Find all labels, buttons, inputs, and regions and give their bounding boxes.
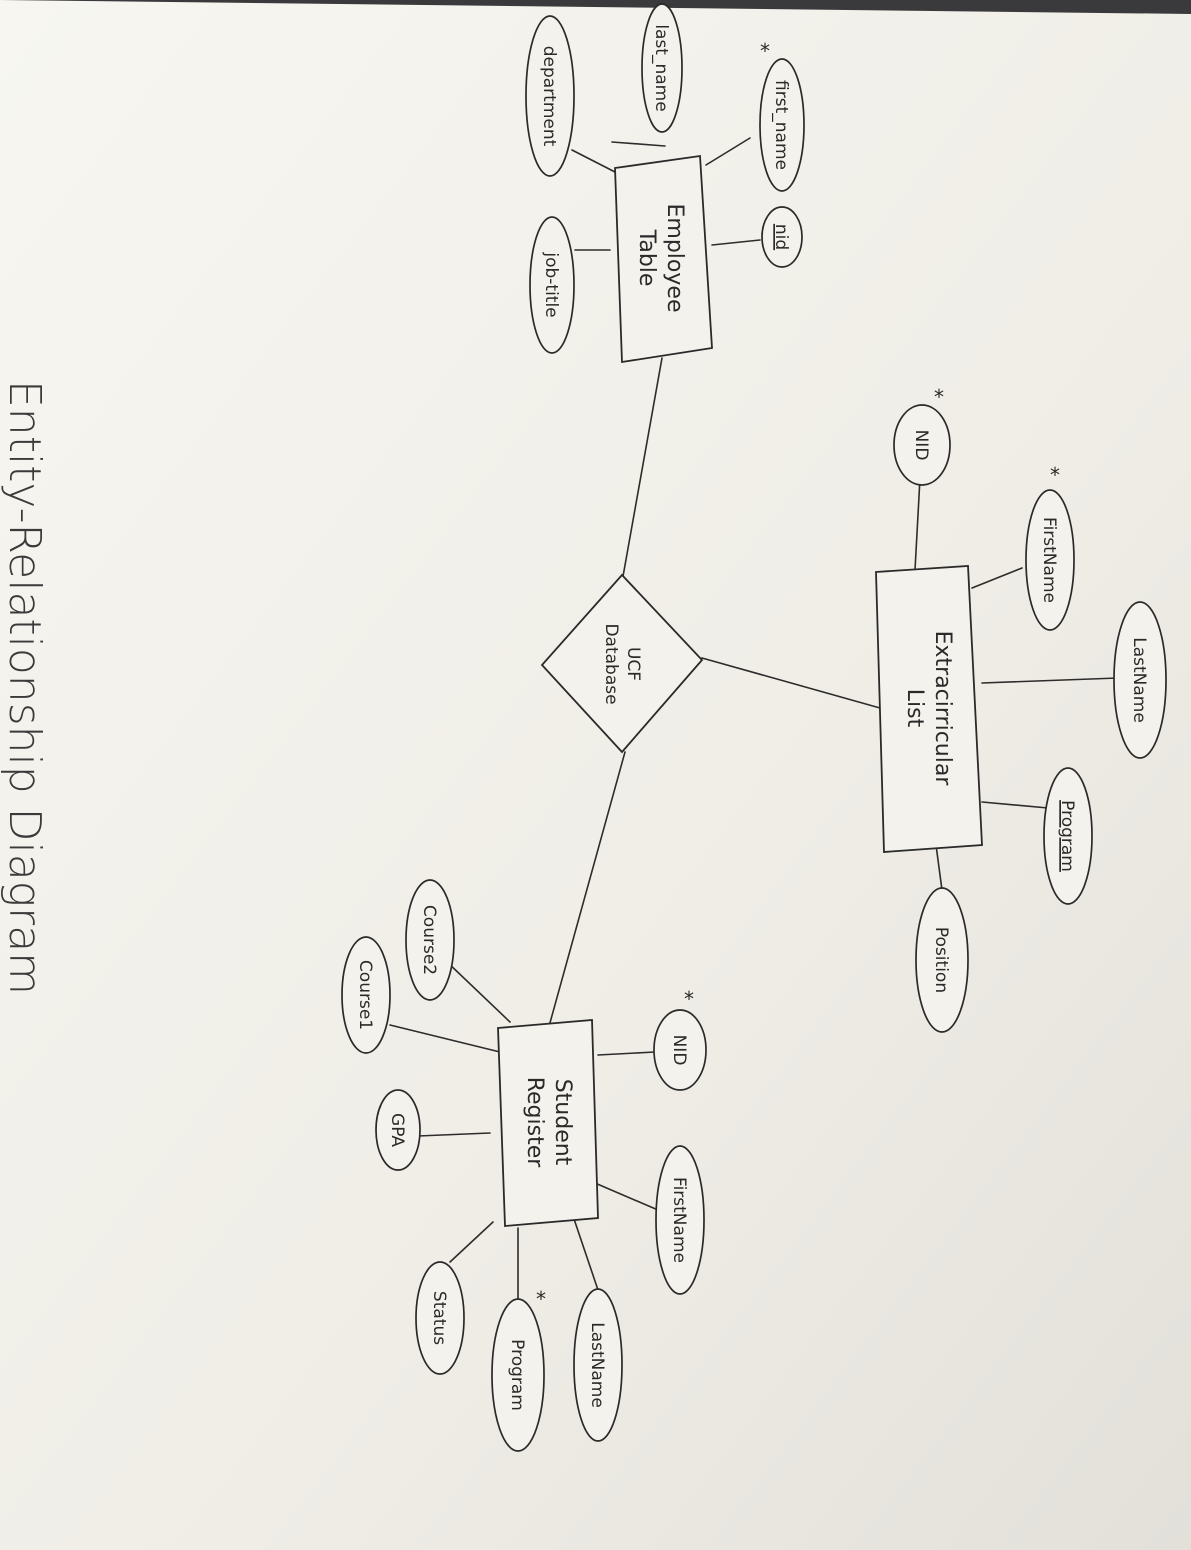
entity-student-line1: Student (550, 1079, 575, 1166)
attr-employee-first-name-label: first_name (771, 80, 791, 170)
attr-employee-department-label: department (539, 46, 559, 147)
key-marker-extra-nid: * (934, 385, 944, 409)
attr-employee-nid (761, 206, 803, 268)
link-extra-lastname (981, 677, 1119, 684)
link-employee-last-name (611, 141, 666, 147)
relationship-diamond (540, 573, 704, 754)
attr-student-lastname (573, 1288, 623, 1442)
diagram-title: Entity-Relationship Diagram (0, 380, 50, 995)
attr-student-status-label: Status (429, 1291, 449, 1345)
entity-extra-box (875, 565, 983, 853)
attr-student-course1-label: Course1 (355, 960, 375, 1030)
link-student-gpa (417, 1132, 491, 1137)
link-student-nid (597, 1051, 656, 1056)
attr-student-course2 (405, 879, 455, 1001)
attr-extra-nid (893, 404, 951, 486)
attr-extra-lastname-label: LastName (1129, 637, 1149, 723)
key-marker-extra-firstname: * (1050, 463, 1060, 487)
connector-extra-relationship (701, 657, 881, 709)
attr-student-gpa-label: GPA (387, 1113, 407, 1147)
relationship-label-line2: Database (601, 623, 621, 704)
attr-employee-department (525, 15, 575, 177)
attr-extra-program (1043, 767, 1093, 905)
link-extra-position (935, 844, 943, 891)
attr-student-lastname-label: LastName (587, 1322, 607, 1408)
attr-student-gpa (375, 1089, 421, 1171)
attr-student-course2-label: Course2 (419, 905, 439, 975)
attr-student-program-label: Program (507, 1339, 527, 1411)
entity-employee-line2: Table (634, 229, 659, 287)
attr-employee-first-name (759, 58, 805, 192)
link-employee-first-name (705, 137, 751, 166)
link-extra-firstname (971, 567, 1023, 589)
attr-extra-firstname (1025, 489, 1075, 631)
attr-extra-firstname-label: FirstName (1039, 517, 1059, 603)
attr-employee-job-title (529, 216, 575, 354)
entity-student-line2: Register (522, 1077, 547, 1169)
connector-student-relationship (547, 751, 626, 1031)
attr-extra-position-label: Position (931, 927, 951, 993)
link-student-course1 (389, 1024, 501, 1053)
attr-student-course1 (341, 936, 391, 1054)
link-employee-department (571, 149, 616, 173)
attr-student-nid (653, 1009, 707, 1091)
link-extra-program (981, 801, 1049, 809)
attr-extra-position (915, 887, 969, 1033)
attr-extra-lastname (1113, 601, 1167, 759)
attr-student-program (491, 1298, 545, 1452)
link-student-firstname (587, 1179, 659, 1211)
attr-student-firstname (655, 1145, 705, 1295)
entity-extra-line1: Extracirricular (930, 631, 955, 787)
relationship-label-line1: UCF (623, 647, 643, 681)
attr-employee-last-name (641, 3, 683, 133)
attr-extra-nid-label: NID (911, 430, 931, 461)
entity-employee-line1: Employee (662, 204, 687, 313)
key-marker-student-program: * (536, 1287, 546, 1311)
link-student-course2 (444, 959, 511, 1023)
key-marker-employee-first-name: * (760, 39, 770, 63)
attr-employee-nid-label: nid (771, 224, 791, 250)
connector-employee-relationship (621, 357, 663, 583)
key-marker-student-nid: * (684, 987, 694, 1011)
entity-extra-line2: List (902, 689, 927, 728)
attr-employee-last-name-label: last_name (651, 24, 671, 111)
attr-student-nid-label: NID (669, 1035, 689, 1066)
attr-student-status (415, 1261, 465, 1375)
entity-employee-box (614, 154, 713, 364)
entity-student-box (497, 1019, 599, 1227)
attr-student-firstname-label: FirstName (669, 1177, 689, 1263)
attr-employee-job-title-label: job-title (541, 251, 561, 317)
link-extra-nid (914, 477, 921, 571)
diagram-title-group: Entity-Relationship Diagram (0, 380, 50, 995)
link-student-status (449, 1221, 494, 1263)
attr-extra-program-label: Program (1057, 800, 1077, 872)
link-student-lastname (571, 1212, 599, 1291)
link-employee-nid (711, 239, 761, 246)
